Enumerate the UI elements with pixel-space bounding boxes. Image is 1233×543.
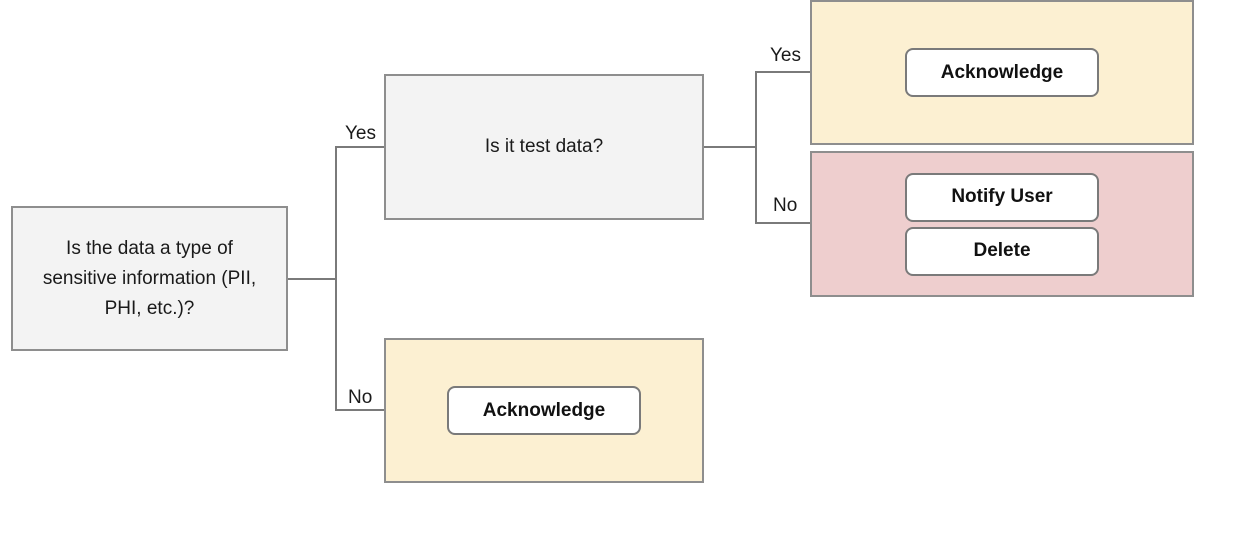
root-no-result-box: Acknowledge bbox=[384, 338, 704, 483]
root-question-box: Is the data a type of sensitive informat… bbox=[11, 206, 288, 351]
test-question-box: Is it test data? bbox=[384, 74, 704, 220]
root-no-label: No bbox=[348, 387, 373, 408]
test-question-text: Is it test data? bbox=[484, 136, 604, 157]
root-question-text: Is the data a type of sensitive informat… bbox=[42, 237, 257, 319]
connector-test-to-yes bbox=[703, 71, 810, 148]
test-yes-label: Yes bbox=[770, 45, 801, 66]
notify-user-button[interactable]: Notify User bbox=[905, 172, 1099, 222]
test-yes-result-box: Acknowledge bbox=[810, 0, 1194, 145]
acknowledge-button[interactable]: Acknowledge bbox=[905, 48, 1099, 97]
root-yes-label: Yes bbox=[345, 123, 376, 144]
connector-root-to-yes bbox=[288, 146, 384, 280]
test-no-result-box: Notify User Delete bbox=[810, 151, 1194, 297]
acknowledge-button[interactable]: Acknowledge bbox=[447, 386, 641, 435]
test-no-label: No bbox=[773, 195, 798, 216]
delete-button[interactable]: Delete bbox=[905, 226, 1099, 276]
